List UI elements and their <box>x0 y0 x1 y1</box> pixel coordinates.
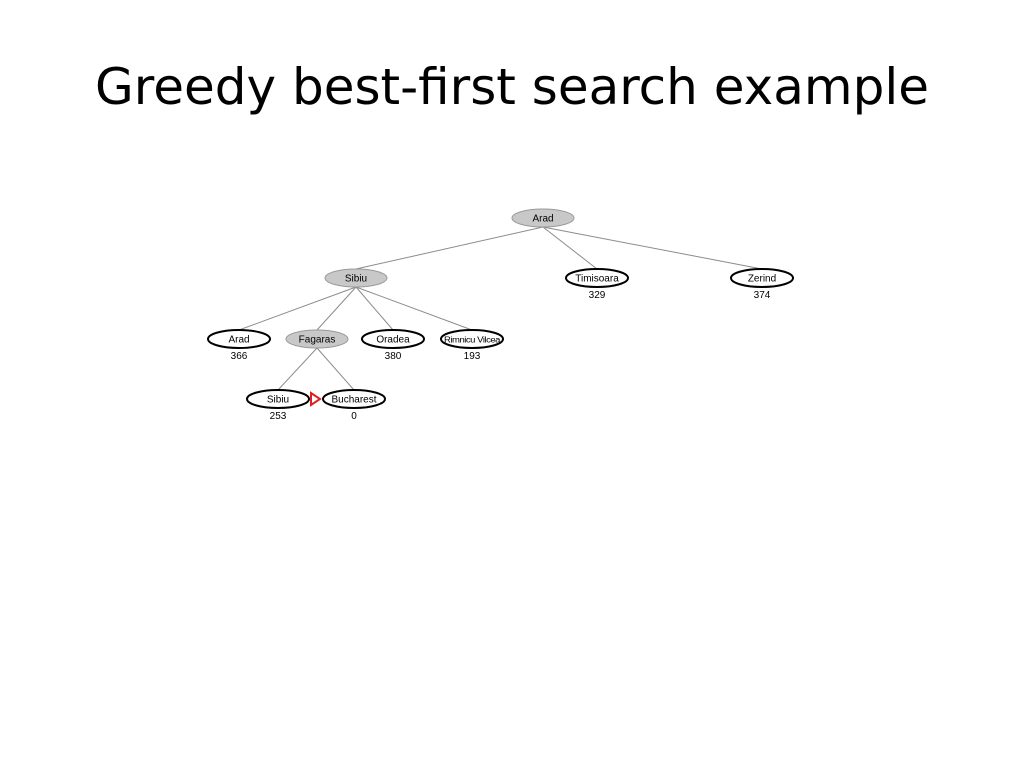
tree-node: Sibiu 253 <box>246 389 310 422</box>
tree-node: Zerind 374 <box>730 268 794 301</box>
tree-node: Arad 366 <box>207 329 271 362</box>
node-heuristic-value: 374 <box>754 290 771 301</box>
tree-edge <box>238 286 357 331</box>
tree-edge <box>542 226 763 270</box>
tree-edge <box>355 286 473 331</box>
tree-node: Fagaras <box>285 329 349 349</box>
node-ellipse <box>565 268 629 288</box>
node-heuristic-value: 253 <box>270 411 287 422</box>
node-heuristic-value: 329 <box>589 290 606 301</box>
node-heuristic-value: 193 <box>464 351 481 362</box>
tree-node: Rimnicu Vilcea 193 <box>440 329 504 362</box>
node-heuristic-value: 366 <box>231 351 248 362</box>
node-label: Timisoara <box>575 274 619 285</box>
node-ellipse <box>511 208 575 228</box>
tree-node: Oradea 380 <box>361 329 425 362</box>
node-ellipse <box>361 329 425 349</box>
node-label: Arad <box>228 335 249 346</box>
tree-node: Sibiu <box>324 268 388 288</box>
tree-node: Bucharest 0 <box>310 389 386 422</box>
node-label: Zerind <box>748 274 776 285</box>
node-label: Fagaras <box>299 335 336 346</box>
tree-edge <box>316 347 355 391</box>
tree-edges <box>238 226 763 391</box>
node-ellipse <box>246 389 310 409</box>
tree-edge <box>355 226 544 270</box>
tree-edge <box>316 286 357 331</box>
tree-edge <box>277 347 318 391</box>
node-label: Sibiu <box>267 395 289 406</box>
goal-marker-arrow-icon <box>310 391 322 407</box>
slide-title: Greedy best-first search example <box>95 58 929 116</box>
tree-edge <box>542 226 598 270</box>
node-ellipse <box>207 329 271 349</box>
node-ellipse <box>322 389 386 409</box>
node-heuristic-value: 0 <box>351 411 357 422</box>
node-label: Oradea <box>376 335 410 346</box>
tree-edge <box>355 286 394 331</box>
node-ellipse <box>285 329 349 349</box>
node-label: Sibiu <box>345 274 367 285</box>
node-ellipse <box>440 329 504 349</box>
node-ellipse <box>324 268 388 288</box>
tree-node: Arad <box>511 208 575 228</box>
node-label: Bucharest <box>331 395 376 406</box>
tree-node: Timisoara 329 <box>565 268 629 301</box>
node-heuristic-value: 380 <box>385 351 402 362</box>
node-label: Arad <box>532 214 553 225</box>
node-label: Rimnicu Vilcea <box>444 336 501 345</box>
node-ellipse <box>730 268 794 288</box>
